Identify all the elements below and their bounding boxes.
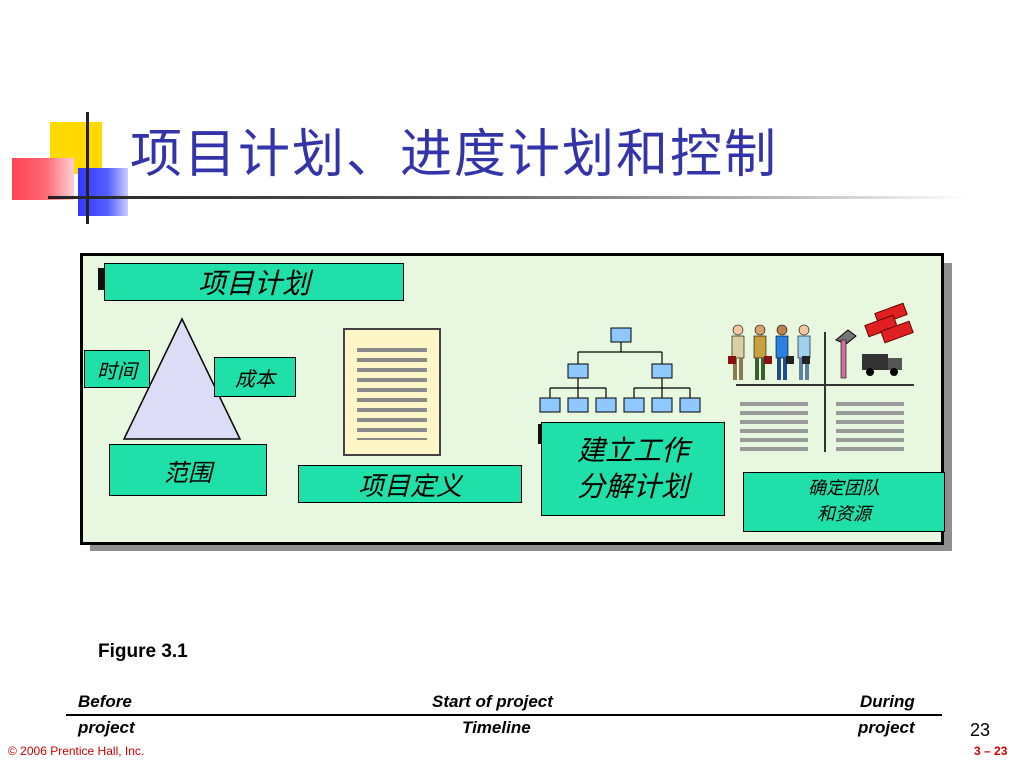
matrix-text-lines-right: [836, 402, 904, 454]
timeline-center-bottom: Timeline: [462, 718, 531, 737]
team-label-line1: 确定团队: [808, 478, 880, 499]
timeline-left-bottom: project: [78, 718, 135, 737]
figure-caption: Figure 3.1: [98, 641, 188, 662]
page-number: 23: [970, 720, 991, 740]
title-underline: [48, 196, 968, 199]
copyright-text: © 2006 Prentice Hall, Inc.: [8, 744, 145, 758]
slide-reference: 3 – 23: [974, 744, 1008, 758]
title-decoration-red-bar: [12, 158, 74, 200]
timeline-right-bottom: project: [858, 718, 915, 737]
document-icon: [343, 328, 441, 456]
panel-label-marker: [98, 268, 104, 290]
team-resources-label: 确定团队 和资源: [743, 472, 945, 532]
time-label: 时间: [84, 350, 150, 388]
slide-title: 项目计划、进度计划和控制: [130, 125, 779, 185]
timeline-right-top: During: [860, 692, 915, 711]
wbs-tree-icon: [539, 327, 701, 413]
matrix-vertical-line: [824, 332, 826, 452]
team-label-line2: 和资源: [817, 504, 871, 525]
matrix-horizontal-line: [736, 384, 914, 386]
timeline-axis-line: [66, 714, 942, 716]
timeline-left-top: Before: [78, 692, 132, 711]
scope-triangle-icon: [122, 317, 242, 440]
title-decoration-vertical-line: [86, 112, 89, 224]
project-definition-label: 项目定义: [298, 465, 522, 503]
panel-label-marker: [538, 424, 542, 444]
wbs-label: 建立工作 分解计划: [541, 422, 725, 516]
resources-tools-icon: [835, 302, 914, 379]
scope-label: 范围: [109, 444, 267, 496]
team-people-icon: [728, 324, 811, 380]
wbs-label-line2: 分解计划: [576, 470, 689, 503]
wbs-label-line1: 建立工作: [576, 434, 689, 467]
cost-label: 成本: [214, 357, 296, 397]
project-plan-label: 项目计划: [104, 263, 404, 301]
timeline-center-top: Start of project: [432, 692, 553, 711]
matrix-text-lines-left: [740, 402, 808, 454]
